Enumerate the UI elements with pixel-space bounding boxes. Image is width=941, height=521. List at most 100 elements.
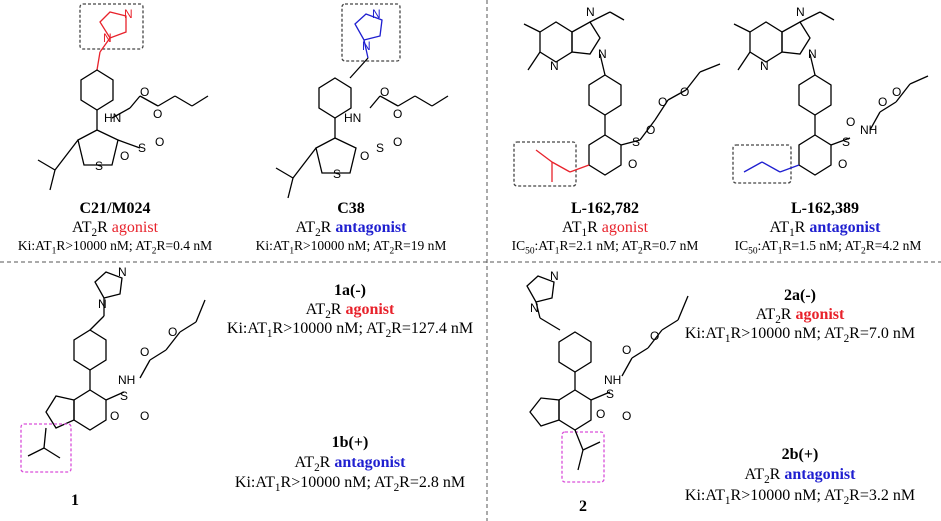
svg-text:O: O: [155, 135, 164, 149]
c2b-name: 2b(+): [781, 446, 819, 463]
l389-name: L-162,389: [791, 200, 859, 217]
c38-atoms: OO HNS OO S: [333, 85, 402, 181]
l389-role: AT1R antagonist: [769, 219, 881, 240]
c38-ki: Ki:AT1R>10000 nM; AT2R=19 nM: [255, 238, 447, 257]
c1b-role: AT2R antagonist: [294, 454, 406, 475]
svg-text:O: O: [650, 329, 659, 343]
c21-name: C21/M024: [79, 200, 151, 217]
svg-text:O: O: [628, 157, 637, 171]
svg-text:N: N: [530, 301, 539, 315]
svg-text:O: O: [140, 345, 149, 359]
svg-text:O: O: [120, 149, 129, 163]
svg-text:O: O: [596, 407, 605, 421]
c1a-name: 1a(-): [334, 282, 366, 299]
svg-text:S: S: [606, 387, 614, 401]
c1a-ki: Ki:AT1R>10000 nM; AT2R=127.4 nM: [226, 320, 474, 341]
svg-text:N: N: [98, 297, 107, 311]
structure-2: [526, 275, 689, 483]
svg-text:O: O: [110, 409, 119, 423]
l782-ki: IC50:AT1R=2.1 nM; AT2R=0.7 nM: [511, 238, 699, 257]
svg-text:S: S: [842, 135, 850, 149]
svg-text:O: O: [393, 135, 402, 149]
svg-text:N: N: [808, 47, 817, 61]
svg-text:S: S: [376, 141, 384, 155]
svg-text:O: O: [658, 95, 667, 109]
c21-role: AT2R agonist: [71, 219, 159, 240]
c2a-ki: Ki:AT1R>10000 nM; AT2R=7.0 nM: [684, 325, 916, 346]
c1b-ki: Ki:AT1R>10000 nM; AT2R=2.8 nM: [234, 474, 466, 495]
svg-text:O: O: [380, 85, 389, 99]
svg-text:O: O: [646, 123, 655, 137]
svg-text:S: S: [632, 135, 640, 149]
l782-role: AT1R agonist: [561, 219, 649, 240]
svg-text:O: O: [892, 85, 901, 99]
c2b-role-text: antagonist: [784, 466, 856, 483]
svg-text:N: N: [362, 39, 371, 53]
svg-text:O: O: [878, 95, 887, 109]
svg-text:N: N: [796, 5, 805, 19]
structure-c21: [37, 3, 209, 191]
structure-l389: [732, 11, 929, 184]
l782-atoms: NNN SOO OO: [550, 5, 689, 171]
c2a-name: 2a(-): [784, 287, 816, 304]
svg-text:O: O: [140, 409, 149, 423]
scaffold-1-label: 1: [71, 492, 79, 509]
svg-text:O: O: [168, 325, 177, 339]
c21-atoms: OO HNS OO S: [95, 85, 164, 173]
structure-c38: [275, 3, 449, 199]
c21-role-text: agonist: [111, 219, 159, 236]
svg-text:O: O: [838, 157, 847, 171]
c1b-name: 1b(+): [331, 434, 369, 451]
svg-text:N: N: [550, 59, 559, 73]
c38-name: C38: [337, 200, 365, 217]
c2b-ki: Ki:AT1R>10000 nM; AT2R=3.2 nM: [684, 487, 916, 508]
structure-l782: [513, 11, 721, 187]
c1a-role-text: agonist: [345, 301, 395, 318]
svg-text:O: O: [153, 107, 162, 121]
svg-text:HN: HN: [104, 111, 121, 125]
structure-1: [20, 271, 206, 473]
c2a-role: AT2R agonist: [755, 306, 845, 327]
svg-text:NH: NH: [604, 373, 621, 387]
c1a-role: AT2R agonist: [305, 301, 395, 322]
c2b-role: AT2R antagonist: [744, 466, 856, 487]
c21-atoms-red: N N: [103, 7, 133, 45]
svg-text:N: N: [550, 269, 559, 283]
svg-text:S: S: [138, 141, 146, 155]
svg-text:N: N: [586, 5, 595, 19]
c21-ki: Ki:AT1R>10000 nM; AT2R=0.4 nM: [17, 238, 213, 257]
svg-text:S: S: [95, 159, 103, 173]
svg-text:N: N: [372, 7, 381, 21]
c2a-role-text: agonist: [795, 306, 845, 323]
c21-n-label: N: [124, 7, 133, 21]
svg-text:HN: HN: [344, 111, 361, 125]
l389-ki: IC50:AT1R=1.5 nM; AT2R=4.2 nM: [734, 238, 922, 257]
svg-text:NH: NH: [860, 123, 877, 137]
scaffold-2-label: 2: [579, 498, 587, 515]
svg-text:S: S: [120, 389, 128, 403]
svg-text:O: O: [393, 107, 402, 121]
c1b-role-text: antagonist: [334, 454, 406, 471]
svg-text:N: N: [598, 47, 607, 61]
svg-text:O: O: [622, 343, 631, 357]
svg-text:O: O: [846, 115, 855, 129]
svg-text:S: S: [333, 167, 341, 181]
c38-role: AT2R antagonist: [295, 219, 407, 240]
c21-n2-label: N: [103, 31, 112, 45]
svg-text:O: O: [360, 149, 369, 163]
l782-role-text: agonist: [601, 219, 649, 236]
svg-text:NH: NH: [118, 373, 135, 387]
svg-text:O: O: [680, 85, 689, 99]
svg-text:N: N: [118, 265, 127, 279]
svg-text:O: O: [622, 409, 631, 423]
l782-name: L-162,782: [571, 200, 639, 217]
svg-text:O: O: [140, 85, 149, 99]
c38-role-text: antagonist: [335, 219, 407, 236]
svg-text:N: N: [760, 59, 769, 73]
c38-atoms-blue: NN: [362, 7, 381, 53]
